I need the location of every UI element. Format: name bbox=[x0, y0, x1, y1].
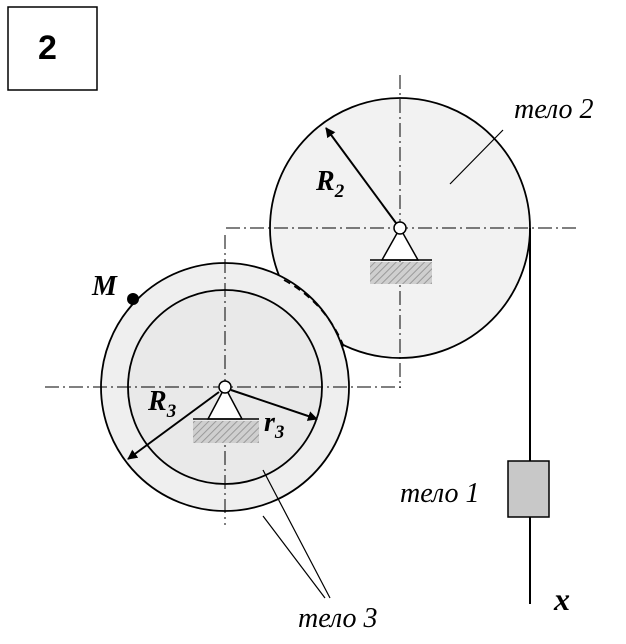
label-R3: R3 bbox=[147, 386, 176, 422]
label-r3: r3 bbox=[264, 407, 284, 443]
body1-block bbox=[507, 460, 550, 518]
label-point-m: M bbox=[91, 271, 118, 302]
body3-support bbox=[193, 380, 259, 443]
body3-leader-inner bbox=[262, 469, 331, 599]
label-body1: тело 1 bbox=[400, 478, 480, 509]
label-body3: тело 3 bbox=[298, 603, 378, 634]
label-R2: R2 bbox=[315, 166, 345, 202]
problem-number-box bbox=[7, 6, 98, 91]
label-body2: тело 2 bbox=[514, 94, 594, 125]
body2-hidden-rim bbox=[283, 279, 346, 351]
body2-leader bbox=[449, 129, 504, 185]
label-axis-x: x bbox=[553, 581, 570, 617]
radius-R2-arrow bbox=[325, 127, 397, 224]
body3-leader-outer bbox=[262, 515, 326, 599]
point-m-marker bbox=[127, 293, 139, 305]
radius-R3-arrow bbox=[127, 391, 220, 460]
problem-number: 2 bbox=[38, 29, 57, 67]
body2-support bbox=[370, 221, 432, 284]
radius-r3-arrow bbox=[230, 389, 318, 421]
